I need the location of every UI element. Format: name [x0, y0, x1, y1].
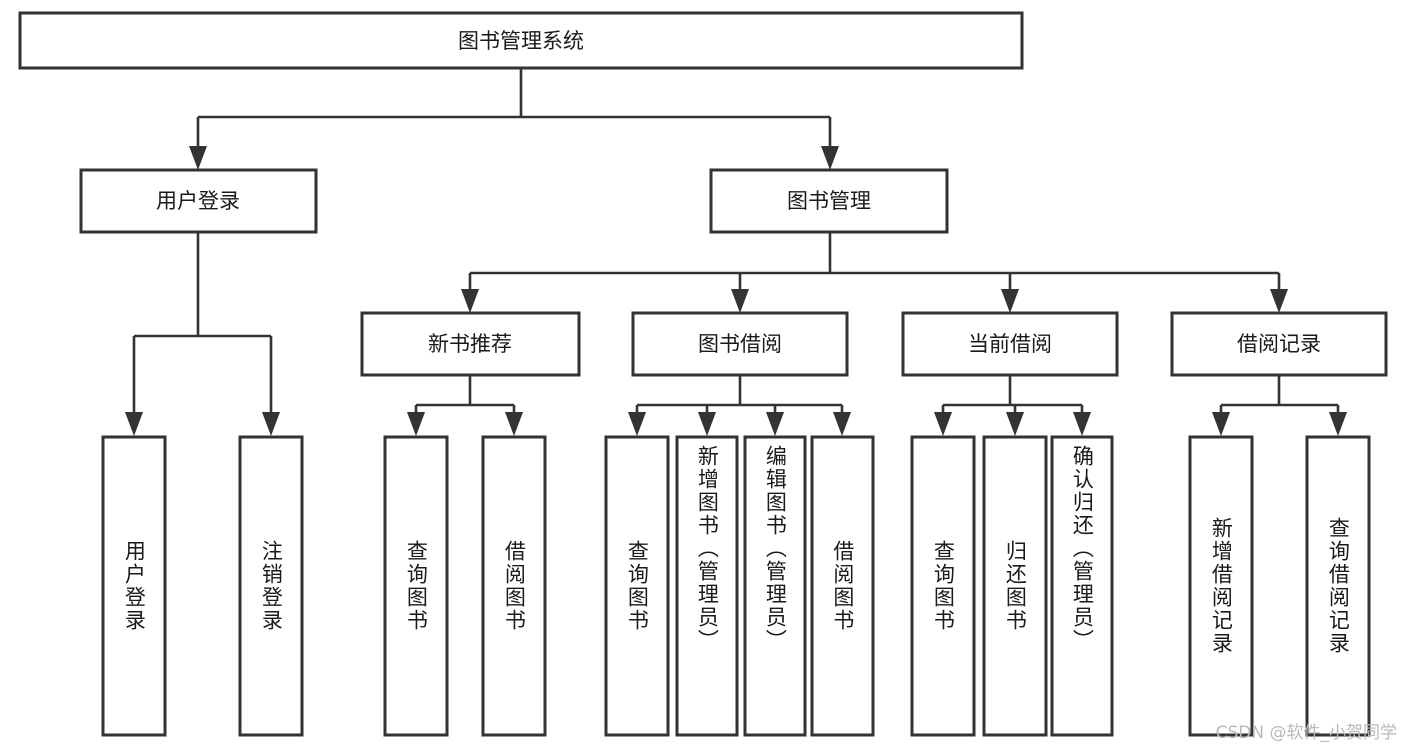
node-leaf-borrow-book-1-box[interactable] [481, 435, 547, 737]
node-current-borrow[interactable]: 当前借阅 [901, 311, 1119, 377]
node-user-login[interactable]: 用户登录 [79, 168, 318, 234]
node-leaf-query-record-box[interactable] [1305, 435, 1371, 737]
node-borrow-record[interactable]: 借阅记录 [1170, 311, 1388, 377]
node-leaf-borrow-book-2-box[interactable] [810, 435, 875, 737]
arrow-to-user-login [189, 146, 207, 170]
node-root-box[interactable] [18, 11, 1024, 70]
arrow-to-leaf-user-login [125, 412, 143, 436]
node-book-manage-box[interactable] [709, 168, 949, 234]
node-user-login-label: 用户登录 [156, 189, 240, 213]
arrow-to-borrow-record [1270, 289, 1288, 313]
node-new-book-rec-box[interactable] [360, 311, 581, 377]
arrow-to-leaf-borrow-book-1 [505, 412, 523, 436]
node-book-manage-label: 图书管理 [787, 189, 871, 213]
edge-group-new-book-rec-to-leaves [407, 375, 523, 436]
arrow-to-leaf-return-book [1006, 412, 1024, 436]
node-new-book-rec[interactable]: 新书推荐 [360, 311, 581, 377]
arrow-to-leaf-query-book-3 [934, 412, 952, 436]
arrow-to-new-book-rec [461, 289, 479, 313]
node-root[interactable]: 图书管理系统 [18, 11, 1024, 70]
node-book-borrow-label: 图书借阅 [698, 332, 782, 356]
node-new-book-rec-label: 新书推荐 [428, 332, 512, 356]
arrow-to-leaf-query-book-2 [628, 412, 646, 436]
csdn-watermark: CSDN @软件_小贺同学 [1215, 723, 1397, 743]
node-current-borrow-label: 当前借阅 [968, 332, 1052, 356]
edge-group-book-borrow-to-leaves [628, 375, 851, 436]
node-book-manage[interactable]: 图书管理 [709, 168, 949, 234]
node-leaf-query-book-3-box[interactable] [910, 435, 976, 737]
node-current-borrow-box[interactable] [901, 311, 1119, 377]
arrow-to-current-borrow [1001, 289, 1019, 313]
arrow-to-leaf-borrow-book-2 [833, 412, 851, 436]
node-leaf-edit-book-box[interactable] [743, 435, 807, 737]
arrow-to-leaf-confirm-return [1073, 412, 1091, 436]
edge-group-current-borrow-to-leaves [934, 375, 1091, 436]
arrow-to-book-borrow [731, 289, 749, 313]
node-leaf-query-book-1-box[interactable] [383, 435, 449, 737]
node-leaf-return-book-box[interactable] [982, 435, 1048, 737]
node-root-label: 图书管理系统 [458, 29, 584, 53]
arrow-to-leaf-add-book [698, 412, 716, 436]
node-leaf-add-record-box[interactable] [1188, 435, 1254, 737]
edge-group-borrow-record-to-leaves [1212, 375, 1347, 436]
arrow-to-leaf-edit-book [766, 412, 784, 436]
node-book-borrow-box[interactable] [631, 311, 849, 377]
node-user-login-box[interactable] [79, 168, 318, 234]
node-leaf-logout-box[interactable] [238, 435, 304, 737]
edge-group-root-to-level2 [189, 68, 839, 170]
arrow-to-leaf-query-book-1 [407, 412, 425, 436]
node-book-borrow[interactable]: 图书借阅 [631, 311, 849, 377]
arrow-to-leaf-add-record [1212, 412, 1230, 436]
arrow-to-book-manage [821, 146, 839, 170]
node-borrow-record-label: 借阅记录 [1237, 332, 1321, 356]
node-leaf-add-book-box[interactable] [675, 435, 739, 737]
edge-group-user-login-to-leaves [125, 232, 280, 436]
arrow-to-leaf-logout [262, 412, 280, 436]
node-borrow-record-box[interactable] [1170, 311, 1388, 377]
edge-group-book-manage-to-level3 [461, 232, 1288, 313]
node-leaf-confirm-return-box[interactable] [1050, 435, 1114, 737]
node-leaf-user-login-box[interactable] [101, 435, 167, 737]
arrow-to-leaf-query-record [1329, 412, 1347, 436]
node-leaf-query-book-2-box[interactable] [604, 435, 670, 737]
